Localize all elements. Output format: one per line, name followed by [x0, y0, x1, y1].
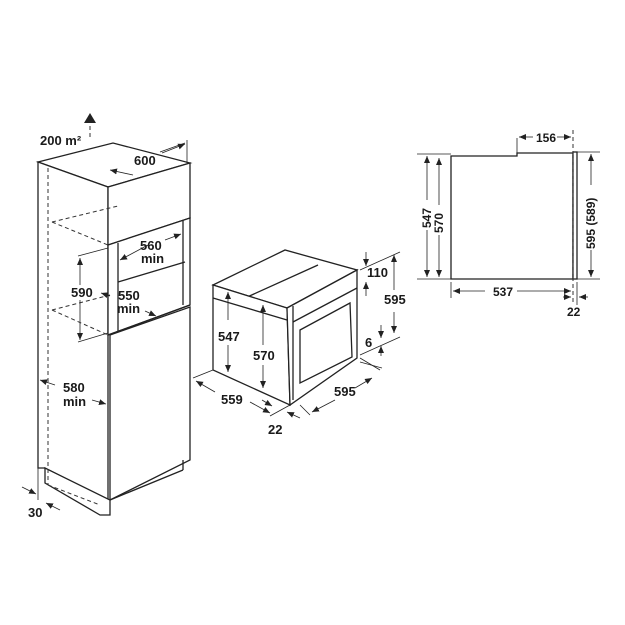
side-total-height-label: 595 (589) — [584, 198, 598, 249]
side-body-height-label: 547 — [420, 208, 434, 228]
cabinet-plinth — [44, 466, 111, 516]
side-view-door — [572, 151, 578, 280]
oven-3d-drawing: 547 570 110 595 6 559 22 595 — [192, 249, 406, 437]
niche-depth-note: min — [117, 301, 140, 316]
side-view-body — [450, 152, 574, 280]
oven-bottom-gap-label: 6 — [365, 335, 372, 350]
cabinet-depth-label: 580 — [63, 380, 85, 395]
side-door-label: 22 — [567, 305, 581, 319]
niche-width-label: 560 — [140, 238, 162, 253]
cabinet-lower-door — [109, 306, 191, 502]
airflow-arrow-icon — [84, 113, 96, 123]
oven-window — [299, 301, 353, 385]
oven-depth-label: 559 — [221, 392, 243, 407]
ventilation-label: 200 m² — [40, 133, 82, 148]
niche-height-label: 590 — [71, 285, 93, 300]
oven-width-label: 595 — [334, 384, 356, 399]
oven-front-height-label: 570 — [253, 348, 275, 363]
niche-depth-label: 550 — [118, 288, 140, 303]
oven-top-gap-label: 110 — [367, 265, 388, 280]
oven-total-height-label: 595 — [384, 292, 406, 307]
side-top-step-label: 156 — [536, 131, 556, 145]
oven-body-height-label: 547 — [218, 329, 240, 344]
niche-width-note: min — [141, 251, 164, 266]
cabinet-width-label: 600 — [134, 153, 156, 168]
cabinet-drawing: 200 m² 600 560 min 590 550 min 580 min 3… — [21, 113, 193, 520]
offset-label: 30 — [28, 505, 42, 520]
side-depth-label: 537 — [493, 285, 513, 299]
cabinet-depth-note: min — [63, 394, 86, 409]
side-view-drawing: 156 547 570 595 (589) 537 22 — [417, 130, 600, 319]
oven-door-label: 22 — [268, 422, 282, 437]
side-front-height-label: 570 — [432, 213, 446, 233]
